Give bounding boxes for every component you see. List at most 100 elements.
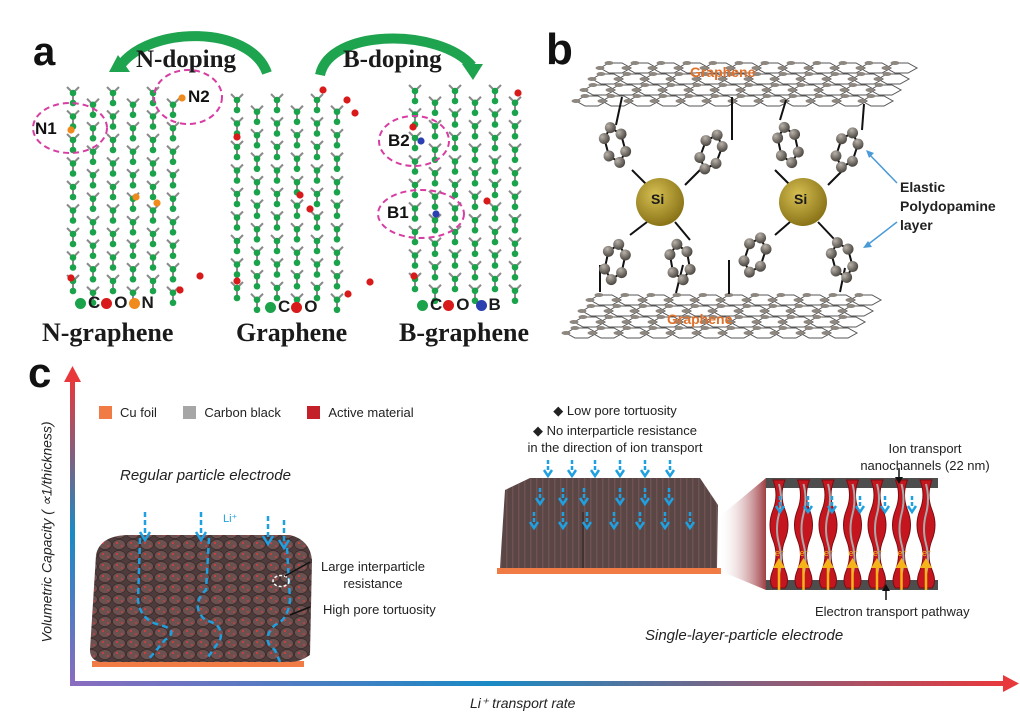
carbon-atom bbox=[431, 273, 439, 281]
carbon-atom bbox=[570, 326, 580, 330]
nitrogen-atom bbox=[132, 193, 140, 201]
li-ion-arrowhead-icon bbox=[557, 497, 569, 507]
y-axis-arrow bbox=[70, 380, 75, 685]
annotation-line: layer bbox=[900, 217, 933, 233]
carbon-atom bbox=[673, 66, 683, 70]
carbon-atom bbox=[451, 144, 459, 152]
carbon-atom bbox=[273, 120, 281, 127]
bottom-graphene-sheet bbox=[561, 293, 883, 339]
carbon-atom bbox=[129, 252, 137, 260]
carbon-atom bbox=[89, 289, 97, 297]
carbon-atom bbox=[109, 136, 117, 144]
carbon-atom bbox=[511, 287, 519, 295]
electron-label: e⁻ bbox=[873, 548, 883, 558]
carbon-atom bbox=[491, 205, 499, 212]
carbon-atom bbox=[273, 130, 281, 137]
carbon-atom bbox=[293, 296, 301, 304]
carbon-atom bbox=[471, 273, 479, 281]
carbon-atom bbox=[69, 160, 77, 167]
li-ion-arrowhead-icon bbox=[802, 505, 814, 515]
li-ion-arrowhead-icon bbox=[879, 505, 891, 515]
zoom-cone bbox=[718, 478, 766, 590]
carbon-atom bbox=[471, 226, 479, 234]
carbon-atom bbox=[431, 122, 439, 130]
carbon-atom bbox=[873, 77, 883, 81]
carbon-atom bbox=[411, 87, 419, 95]
carbon-atom bbox=[253, 188, 261, 196]
ion-nanochannel-label: Ion transport nanochannels (22 nm) bbox=[845, 440, 1005, 474]
carbon-atom bbox=[639, 77, 649, 81]
carbon-atom bbox=[663, 298, 673, 302]
carbon-atom bbox=[632, 94, 642, 98]
legend-symbol: N bbox=[141, 293, 154, 312]
carbon-atom bbox=[273, 153, 281, 161]
carbon-atom bbox=[273, 247, 281, 255]
top-graphene-sheet bbox=[571, 61, 919, 107]
carbon-atom bbox=[431, 240, 439, 248]
carbon-atom bbox=[491, 134, 499, 142]
carbon-atom bbox=[787, 88, 797, 92]
carbon-atom bbox=[253, 141, 261, 149]
carbon-atom bbox=[333, 212, 341, 220]
carbon-atom bbox=[253, 118, 261, 126]
legend-c: Cu foil Carbon black Active material bbox=[99, 405, 436, 424]
carbon-atom bbox=[169, 101, 177, 109]
li-ion-arrowhead-icon bbox=[194, 531, 208, 543]
carbon-atom bbox=[604, 61, 614, 65]
carbon-atom bbox=[471, 99, 479, 107]
carbon-atom bbox=[233, 237, 241, 245]
b-graphene-lattice bbox=[408, 84, 522, 305]
carbon-atom bbox=[149, 123, 157, 130]
electron-label: e⁻ bbox=[898, 548, 908, 558]
carbon-atom bbox=[149, 264, 157, 271]
carbon-atom bbox=[491, 111, 499, 118]
si-core-left-label: Si bbox=[651, 191, 665, 207]
li-ion-arrowhead-icon bbox=[534, 497, 546, 507]
carbon-atom bbox=[734, 61, 744, 65]
oxygen-atom bbox=[351, 109, 359, 117]
carbon-atom bbox=[411, 262, 419, 269]
ring-atom bbox=[605, 274, 617, 286]
carbon-atom bbox=[716, 304, 726, 308]
carbon-atom bbox=[333, 108, 341, 116]
ring-atom bbox=[852, 138, 864, 150]
carbon-atom bbox=[313, 130, 321, 137]
oxygen-atom bbox=[196, 272, 204, 280]
carbon-atom bbox=[802, 293, 812, 297]
carbon-atom bbox=[710, 94, 720, 98]
ring-atom bbox=[599, 263, 611, 275]
carbon-atom bbox=[109, 99, 117, 107]
electron-arrowhead-icon bbox=[895, 558, 908, 568]
carbon-atom bbox=[845, 298, 855, 302]
ring-atom bbox=[603, 150, 615, 162]
oxygen-atom bbox=[514, 89, 522, 97]
carbon-atom bbox=[431, 203, 439, 211]
carbon-atom bbox=[411, 205, 419, 212]
ring-atom bbox=[677, 274, 689, 286]
carbon-atom bbox=[511, 132, 519, 140]
carbon-atom bbox=[411, 158, 419, 165]
carbon-atom bbox=[778, 72, 788, 76]
carbon-atom bbox=[293, 225, 301, 233]
carbon-atom bbox=[129, 171, 137, 179]
carbon-atom bbox=[631, 88, 641, 92]
li-ion-arrowhead-icon bbox=[614, 469, 626, 479]
annotation-line: Polydopamine bbox=[900, 198, 996, 214]
li-ion-arrowhead-icon bbox=[277, 539, 291, 551]
nitrogen-atom-icon bbox=[128, 297, 140, 309]
carbon-atom bbox=[109, 170, 117, 177]
bullet-text: No interparticle resistance bbox=[546, 423, 697, 438]
carbon-atom bbox=[856, 72, 866, 76]
bullet-icon: ◆ bbox=[553, 403, 567, 418]
ring-atom bbox=[755, 232, 767, 244]
carbon-atom bbox=[169, 124, 177, 132]
carbon-atom bbox=[726, 72, 736, 76]
li-ion-arrowhead-icon bbox=[639, 497, 651, 507]
legend-item-cu-foil: Cu foil bbox=[99, 405, 157, 420]
bullet-no-resistance: ◆ No interparticle resistance bbox=[515, 422, 715, 439]
carbon-atom bbox=[411, 191, 419, 199]
carbon-atom bbox=[803, 66, 813, 70]
carbon-atom bbox=[743, 331, 753, 335]
ring-atom bbox=[775, 150, 787, 162]
carbon-atom bbox=[431, 156, 439, 164]
